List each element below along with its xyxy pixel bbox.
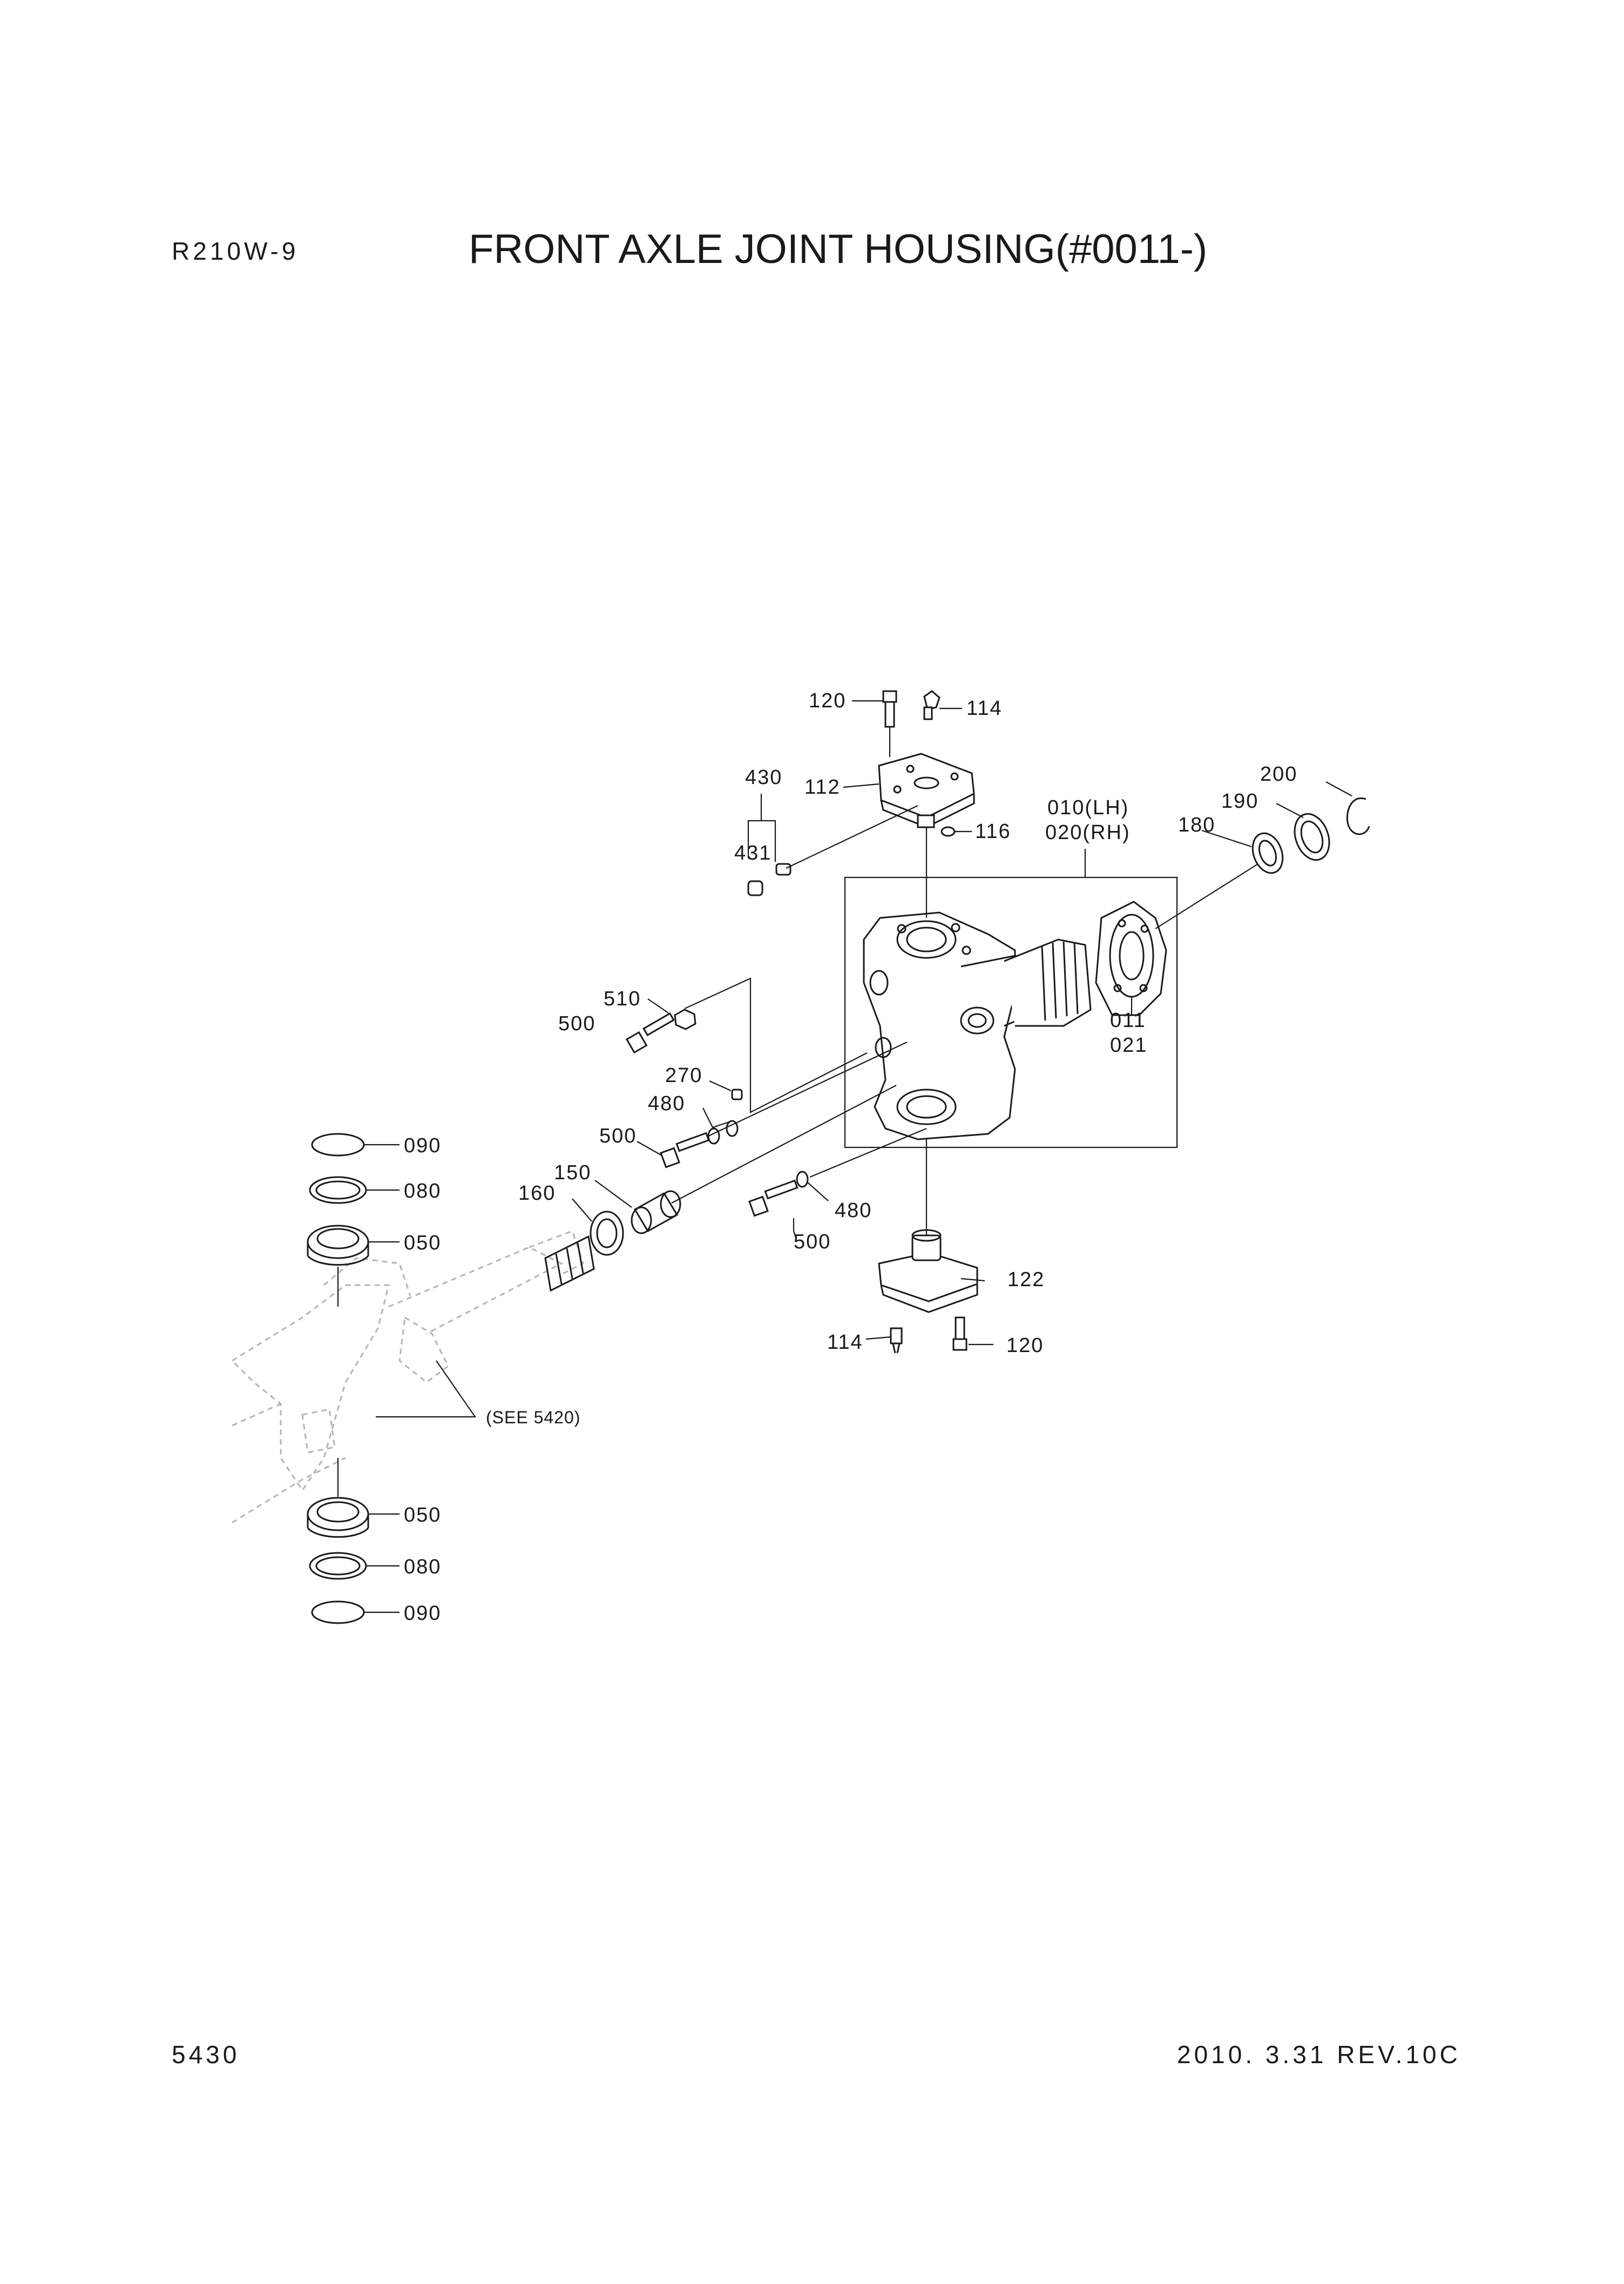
nut-510 (674, 1009, 696, 1030)
callout-150: 150 (554, 1161, 591, 1184)
seal-160 (590, 1211, 624, 1256)
bottom-cover-122 (878, 1229, 978, 1313)
callout-090-bottom: 090 (404, 1602, 441, 1625)
callout-020-rh: 020(RH) (1045, 821, 1131, 844)
model-code: R210W-9 (172, 237, 299, 265)
snap-ring-200 (1346, 797, 1370, 835)
ring-080-bottom (309, 1552, 367, 1580)
callout-510: 510 (604, 988, 641, 1010)
bearing-050-bottom (307, 1497, 369, 1538)
callout-080-bottom: 080 (404, 1556, 441, 1578)
callout-122: 122 (1007, 1268, 1045, 1291)
callout-080-top: 080 (404, 1180, 441, 1202)
ring-080-top (309, 1176, 367, 1204)
grease-nipple-114-top (923, 690, 940, 720)
housing-group-box (844, 876, 1178, 1148)
o-ring-090-bottom (311, 1600, 365, 1624)
callout-021: 021 (1110, 1034, 1147, 1057)
flange-011 (1095, 901, 1167, 1016)
callout-see-5420: (SEE 5420) (486, 1408, 580, 1427)
callout-200: 200 (1260, 763, 1297, 786)
top-cover-112 (878, 753, 975, 828)
o-ring-116 (940, 826, 956, 837)
bolt-120-top (882, 690, 897, 728)
grease-nipple-114-bottom (890, 1327, 903, 1354)
callout-114-top: 114 (966, 697, 1003, 720)
callout-120-bottom: 120 (1006, 1334, 1044, 1357)
bolt-120-bottom (952, 1316, 967, 1351)
washer-190 (1294, 813, 1330, 861)
joint-housing-010 (863, 911, 1092, 1140)
callout-500-b: 500 (599, 1125, 637, 1147)
callout-050-bottom: 050 (404, 1504, 441, 1526)
shim-180 (1251, 832, 1284, 874)
axle-shaft-spline (544, 1235, 595, 1292)
callout-010-lh: 010(LH) (1047, 796, 1129, 819)
washers-480-a (707, 1120, 739, 1145)
callout-480-b: 480 (835, 1199, 872, 1222)
leader-lines (337, 700, 1352, 1613)
bolt-500-c (748, 1179, 799, 1217)
callout-116: 116 (975, 820, 1011, 843)
page-title: FRONT AXLE JOINT HOUSING(#0011-) (469, 226, 1208, 272)
callout-430: 430 (745, 766, 782, 789)
callout-090-top: 090 (404, 1134, 441, 1157)
callout-270: 270 (665, 1064, 702, 1087)
o-ring-090-top (311, 1133, 365, 1157)
callout-180: 180 (1178, 814, 1215, 836)
callout-114-bottom: 114 (827, 1331, 863, 1354)
callout-050-top: 050 (404, 1232, 441, 1254)
bolt-500-a (625, 1012, 675, 1054)
callout-431: 431 (734, 842, 772, 864)
bolt-500-b (660, 1132, 710, 1168)
callout-480-a: 480 (648, 1092, 685, 1115)
callout-500-c: 500 (794, 1231, 831, 1253)
callout-labels: 120 114 430 112 431 116 010(LH) 020(RH) … (404, 690, 1297, 1625)
revision-date: 2010. 3.31 REV.10C (1177, 2040, 1461, 2069)
reference-axle-ghost (231, 1230, 584, 1524)
bushing-150 (631, 1190, 681, 1234)
page-number: 5430 (172, 2040, 240, 2069)
washer-480-b (796, 1171, 809, 1188)
callout-011: 011 (1110, 1009, 1146, 1032)
callout-160: 160 (518, 1182, 556, 1205)
bearing-050-top (307, 1225, 369, 1266)
plug-431 (747, 863, 791, 896)
callout-190: 190 (1221, 790, 1258, 813)
callout-500-a: 500 (558, 1012, 596, 1035)
callout-112: 112 (804, 776, 841, 799)
callout-120-top: 120 (809, 690, 846, 712)
nut-270 (731, 1089, 743, 1100)
